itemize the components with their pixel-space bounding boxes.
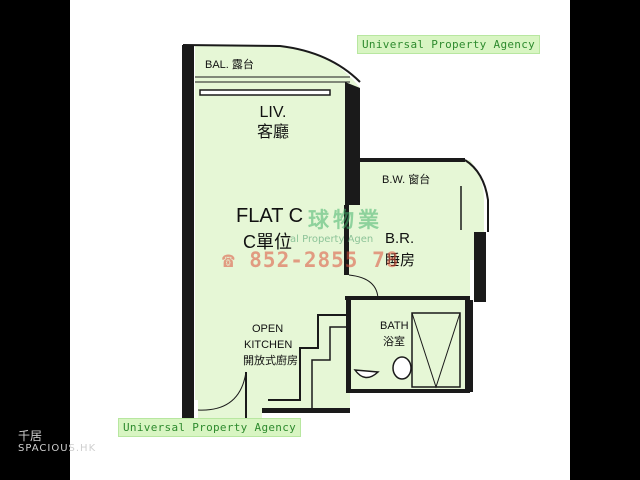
wall-right-living xyxy=(345,82,360,205)
sliding-door xyxy=(199,89,331,96)
living-label-cn: 客廳 xyxy=(256,124,289,141)
bay-window xyxy=(464,159,489,232)
floor-area xyxy=(183,45,484,425)
agency-watermark-bottom: Universal Property Agency xyxy=(118,418,302,437)
bedroom-label-en: B.R. xyxy=(385,230,415,247)
balcony-label: BAL. 露台 xyxy=(205,59,254,71)
wall-right-lower xyxy=(465,300,473,392)
wall-bedroom-top xyxy=(345,158,465,162)
bath-label-cn: 浴室 xyxy=(383,336,405,348)
bath-label-en: BATH xyxy=(380,320,409,332)
wall-left xyxy=(182,45,194,435)
flat-label-cn: C單位 xyxy=(243,232,292,252)
brand-name-en: SPACIOUS.HK xyxy=(18,443,97,455)
toilet xyxy=(392,356,412,380)
wall-bath-left xyxy=(346,298,351,392)
agency-watermark-top: Universal Property Agency xyxy=(357,35,541,54)
balcony-outline xyxy=(182,44,361,83)
flat-label-en: FLAT C xyxy=(236,205,304,227)
spacious-brand: 千居 SPACIOUS.HK xyxy=(18,429,97,455)
bedroom-door-arc xyxy=(348,274,379,301)
bay-window-label: B.W. 窗台 xyxy=(382,174,431,186)
basin xyxy=(353,369,380,379)
kitchen-label-line1: OPEN xyxy=(252,323,284,335)
watermark-phone: ☎ 852-2855 78 xyxy=(222,248,400,272)
kitchen-label-cn: 開放式廚房 xyxy=(243,355,298,367)
cabinet-cross xyxy=(411,312,461,389)
brand-name-cn: 千居 xyxy=(18,429,43,443)
entrance-door-arc xyxy=(197,371,247,411)
wall-bath-bottom xyxy=(346,389,470,393)
watermark-chinese: 球物業 xyxy=(308,208,383,232)
wall-partition xyxy=(344,205,349,275)
bedroom-label-cn: 睡房 xyxy=(385,252,416,269)
watermark-english: al Property Agen xyxy=(290,234,374,245)
wall-bedroom-right xyxy=(474,232,486,302)
wall-bottom-right xyxy=(262,408,350,413)
kitchen-label-line2: KITCHEN xyxy=(244,339,293,351)
wall-bedroom-bottom xyxy=(345,296,470,300)
kitchen-counter xyxy=(268,314,346,401)
living-label-en: LIV. xyxy=(259,104,287,121)
